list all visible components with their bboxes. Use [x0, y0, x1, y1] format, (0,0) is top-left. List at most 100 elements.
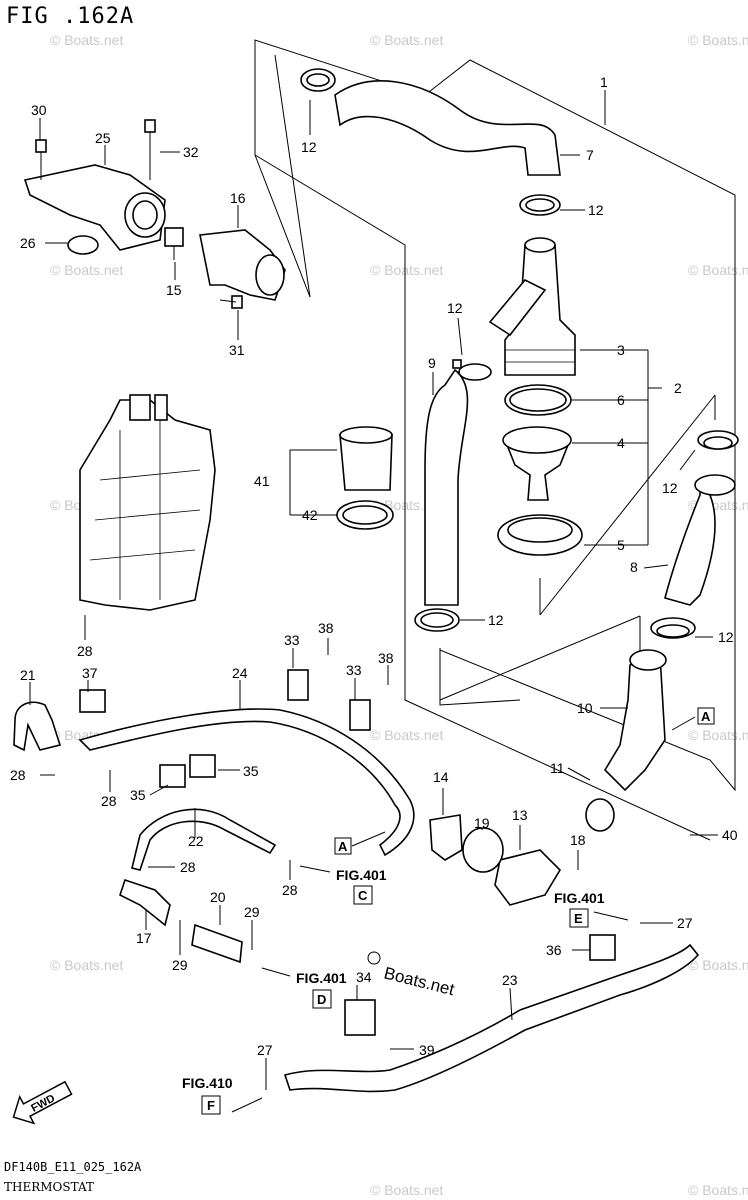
clamp-12	[300, 68, 336, 92]
part-label: 31	[229, 342, 245, 358]
part-label: 22	[188, 833, 204, 849]
bolt-31	[219, 295, 243, 309]
clip-35	[159, 764, 186, 788]
clamp-12	[452, 359, 492, 381]
part-label: 28	[282, 882, 298, 898]
fig-ref-f[interactable]: FIG.410 F	[182, 1075, 263, 1115]
clamp-33	[287, 669, 309, 701]
part-label: 1	[600, 74, 608, 90]
part-label: 38	[318, 620, 334, 636]
fwd-arrow: FWD	[12, 1080, 73, 1125]
part-label: 16	[230, 190, 246, 206]
part-label: 8	[630, 559, 638, 575]
watermark: © Boats.net	[370, 727, 443, 743]
part-label: 4	[617, 435, 625, 451]
fig-ref-c[interactable]: FIG.401 C	[299, 865, 387, 905]
part-label: 28	[77, 643, 93, 659]
fig-ref-letter: E	[574, 911, 583, 926]
watermark: © Boats.net	[688, 32, 748, 48]
fitting-17	[119, 878, 171, 927]
diagram-name: THERMOSTAT	[4, 1180, 94, 1194]
watermark: © Boats.net	[50, 32, 123, 48]
connector-letter: A	[701, 709, 711, 724]
fig-ref-label: FIG.410	[182, 1075, 233, 1091]
watermark: © Boats.net	[370, 1182, 443, 1198]
fig-ref-label: FIG.401	[554, 890, 605, 906]
connector-a-lower: A	[334, 831, 386, 855]
part-label: 36	[546, 942, 562, 958]
part-label: 12	[662, 480, 678, 496]
part-label: 34	[356, 969, 372, 985]
part-label: 12	[301, 139, 317, 155]
part-label: 28	[10, 767, 26, 783]
watermark: © Boats.net	[370, 262, 443, 278]
part-label: 35	[243, 763, 259, 779]
fig-ref-letter: C	[358, 888, 368, 903]
diagram-code: DF140B_E11_025_162A	[4, 1160, 142, 1174]
part-label: 38	[378, 650, 394, 666]
part-label: 15	[166, 282, 182, 298]
part-label: 12	[488, 612, 504, 628]
part-label: 29	[172, 957, 188, 973]
hose-23	[283, 943, 700, 1093]
watermark: © Boats.net	[688, 727, 748, 743]
part-label: 24	[232, 665, 248, 681]
housing-cap-nozzle	[488, 279, 547, 337]
clip-36	[589, 934, 616, 961]
thermostat-4	[503, 439, 572, 501]
part-label: 27	[677, 915, 693, 931]
fig-ref-d[interactable]: FIG.401 D	[261, 967, 347, 1009]
leader-lines	[29, 90, 718, 1090]
watermark: © Boats.net	[50, 957, 123, 973]
part-label: 6	[617, 392, 625, 408]
hose-24	[78, 708, 415, 857]
clamp-12	[414, 608, 460, 632]
part-label: 29	[244, 904, 260, 920]
fig-ref-letter: F	[207, 1098, 215, 1113]
part-label: 25	[95, 130, 111, 146]
fitting-10	[603, 653, 666, 792]
part-label: 33	[346, 662, 362, 678]
thermostat-14	[429, 814, 463, 861]
part-label: 37	[82, 665, 98, 681]
clamp-12	[650, 617, 696, 639]
fig-ref-label: FIG.401	[296, 970, 347, 986]
part-label: 3	[617, 342, 625, 358]
hose-21	[13, 701, 62, 752]
part-label: 19	[474, 815, 490, 831]
part-label: 27	[257, 1042, 273, 1058]
watermark: © Boats.net	[688, 1182, 748, 1198]
clip-37	[79, 689, 106, 713]
bolt-30	[35, 139, 47, 180]
clamp-34	[344, 999, 376, 1036]
part-label: 11	[550, 760, 565, 776]
boats-net-logo: Boats.net	[367, 951, 457, 999]
watermark: © Boats.net	[370, 32, 443, 48]
part-label: 30	[31, 102, 47, 118]
part-label: 13	[512, 807, 528, 823]
part-label: 35	[130, 787, 146, 803]
part-label: 7	[586, 147, 594, 163]
part-label: 39	[419, 1042, 435, 1058]
clamp-33	[349, 699, 371, 731]
part-label: 12	[718, 629, 734, 645]
part-label: 9	[428, 355, 436, 371]
o-ring-11	[585, 798, 615, 832]
part-label: 20	[210, 889, 226, 905]
part-label: 10	[577, 700, 593, 716]
fig-ref-e[interactable]: FIG.401 E	[554, 890, 629, 928]
part-label: 12	[447, 300, 463, 316]
cover-13	[494, 849, 562, 906]
part-label: 41	[254, 473, 270, 489]
engine-block	[79, 399, 216, 611]
fig-ref-label: FIG.401	[336, 867, 387, 883]
part-label: 42	[302, 507, 318, 523]
watermark: © Boats.net	[688, 957, 748, 973]
figure-title: FIG .162A	[6, 4, 135, 29]
sensor-15	[164, 227, 184, 260]
hose-9	[424, 368, 469, 606]
hose-7	[334, 80, 561, 176]
hose-22	[131, 808, 277, 871]
part-label: 21	[20, 667, 36, 683]
fig-ref-letter: D	[317, 992, 326, 1007]
